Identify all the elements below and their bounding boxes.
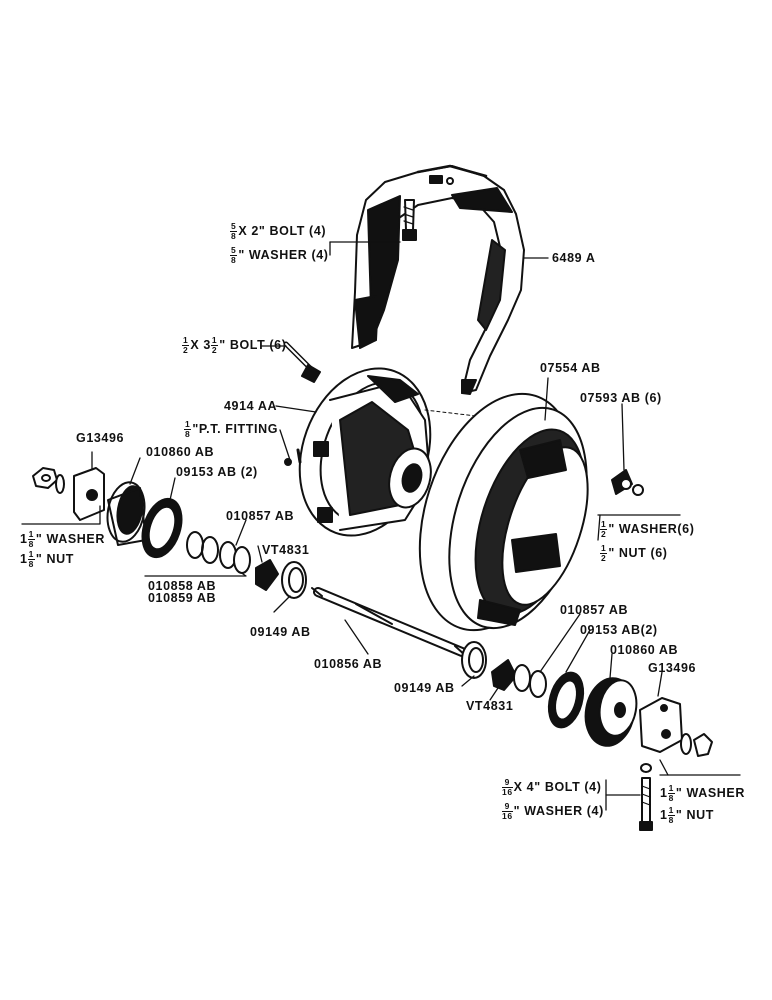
label-seal-left: 09153 AB (2) bbox=[176, 465, 258, 479]
bottom-bolt bbox=[639, 763, 653, 831]
rim-clip bbox=[611, 469, 644, 496]
label-bearing-right: VT4831 bbox=[466, 699, 514, 713]
label-cup-left: 09149 AB bbox=[250, 625, 311, 639]
label-cap-right: 010860 AB bbox=[610, 643, 679, 657]
yoke-bolt bbox=[402, 199, 417, 241]
hub-drum bbox=[284, 367, 432, 537]
right-bearing-block bbox=[639, 697, 683, 753]
label-g13496-right: G13496 bbox=[648, 661, 697, 675]
label-axle: 010856 AB bbox=[314, 657, 383, 671]
label-bearing-left: VT4831 bbox=[262, 543, 310, 557]
right-cap bbox=[584, 677, 638, 747]
wheel-rim bbox=[418, 392, 589, 632]
left-shims bbox=[186, 531, 219, 564]
left-bearing-block bbox=[73, 467, 105, 521]
right-bearing-cup bbox=[461, 641, 487, 679]
right-roller-bearing bbox=[491, 659, 517, 691]
right-nut-washer bbox=[680, 733, 713, 757]
left-bearing-cup bbox=[281, 561, 307, 599]
label-shims-1: 010858 AB bbox=[148, 579, 217, 593]
label-washers-left: 010857 AB bbox=[226, 509, 295, 523]
hub-bolt bbox=[283, 341, 321, 383]
left-seal bbox=[141, 497, 183, 559]
label-cup-right: 09149 AB bbox=[394, 681, 455, 695]
label-wheel: 07554 AB bbox=[540, 361, 601, 375]
label-cap-left: 010860 AB bbox=[146, 445, 215, 459]
axle bbox=[311, 587, 467, 657]
label-washers-right: 010857 AB bbox=[560, 603, 629, 617]
left-nut-washer bbox=[32, 467, 65, 494]
right-seal bbox=[547, 671, 585, 729]
leader-lines bbox=[21, 241, 741, 811]
label-6489a: 6489 A bbox=[552, 251, 596, 265]
label-g13496-left: G13496 bbox=[76, 431, 125, 445]
label-seal-right: 09153 AB(2) bbox=[580, 623, 658, 637]
left-roller-bearing bbox=[255, 559, 279, 591]
label-hub: 4914 AA bbox=[224, 399, 278, 413]
label-clip: 07593 AB (6) bbox=[580, 391, 662, 405]
left-washers bbox=[219, 541, 251, 574]
yoke-bracket bbox=[351, 164, 525, 395]
left-cap bbox=[106, 481, 147, 546]
right-washers bbox=[513, 664, 547, 698]
label-shims-2: 010859 AB bbox=[148, 591, 217, 605]
